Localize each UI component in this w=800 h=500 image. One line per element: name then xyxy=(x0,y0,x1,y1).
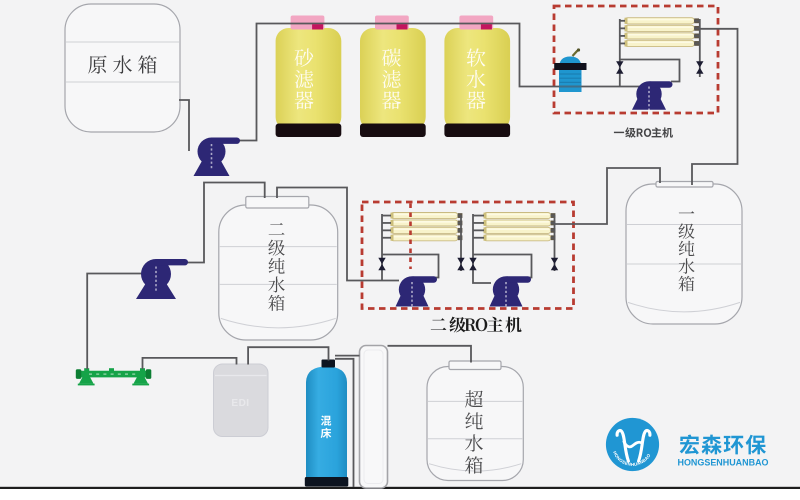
svg-text:HONGSENHUANBAO: HONGSENHUANBAO xyxy=(678,457,769,468)
svg-text:EDI: EDI xyxy=(231,398,249,409)
